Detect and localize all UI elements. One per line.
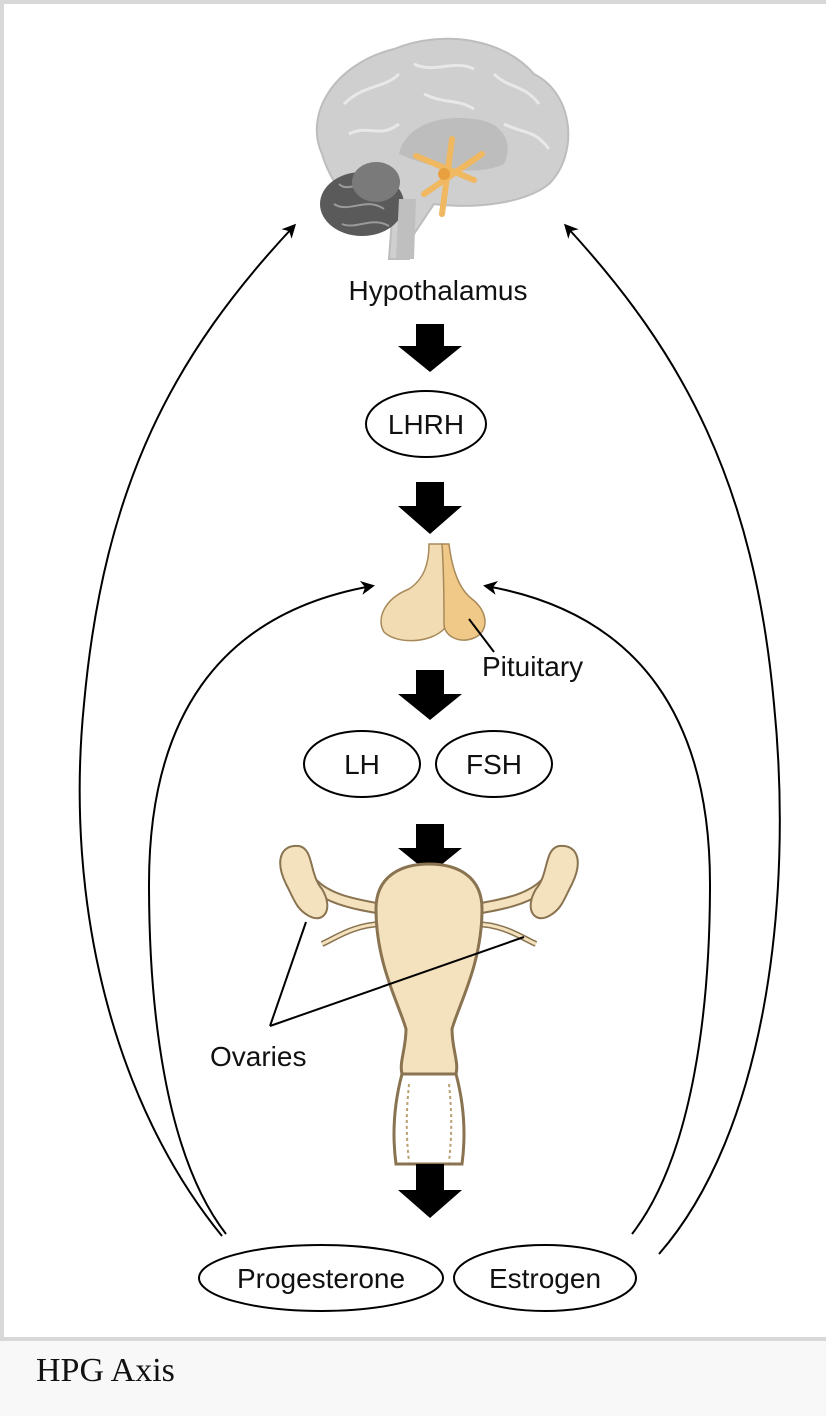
estrogen-label: Estrogen: [489, 1263, 601, 1294]
pituitary-label: Pituitary: [482, 651, 583, 682]
uterus-body: [376, 864, 482, 1074]
progesterone-node: Progesterone: [199, 1245, 443, 1311]
brain-illustration: [317, 39, 568, 259]
feedback-arrow-estrogen-to-pituitary: [486, 586, 710, 1234]
down-arrow-3: [398, 670, 462, 720]
vagina: [394, 1074, 464, 1164]
pituitary-illustration: [381, 544, 494, 652]
down-arrow-2: [398, 482, 462, 534]
down-arrow-1: [398, 324, 462, 372]
right-ovary: [531, 846, 578, 918]
feedback-arrow-progesterone-to-pituitary: [149, 586, 372, 1234]
lhrh-node: LHRH: [366, 391, 486, 457]
fsh-label: FSH: [466, 749, 522, 780]
figure-box: Hypothalamus LHRH Pituitary: [0, 0, 826, 1341]
estrogen-node: Estrogen: [454, 1245, 636, 1311]
uterus-illustration: [280, 846, 577, 1164]
hypothalamus-dot: [438, 168, 450, 180]
feedback-arrow-progesterone-to-brain: [80, 226, 294, 1236]
feedback-arrow-estrogen-to-brain: [566, 226, 780, 1254]
figure-caption: HPG Axis: [36, 1352, 175, 1390]
hypothalamus-label: Hypothalamus: [349, 275, 528, 306]
pituitary-anterior: [381, 544, 452, 641]
hpg-axis-diagram: Hypothalamus LHRH Pituitary: [4, 4, 826, 1345]
lhrh-label: LHRH: [388, 409, 464, 440]
down-arrow-5: [398, 1164, 462, 1218]
pituitary-posterior: [442, 544, 485, 640]
brainstem: [396, 199, 416, 259]
lh-label: LH: [344, 749, 380, 780]
left-ovary: [280, 846, 327, 918]
progesterone-label: Progesterone: [237, 1263, 405, 1294]
fsh-node: FSH: [436, 731, 552, 797]
lh-node: LH: [304, 731, 420, 797]
ovaries-label: Ovaries: [210, 1041, 306, 1072]
cerebellum-white: [352, 162, 400, 202]
